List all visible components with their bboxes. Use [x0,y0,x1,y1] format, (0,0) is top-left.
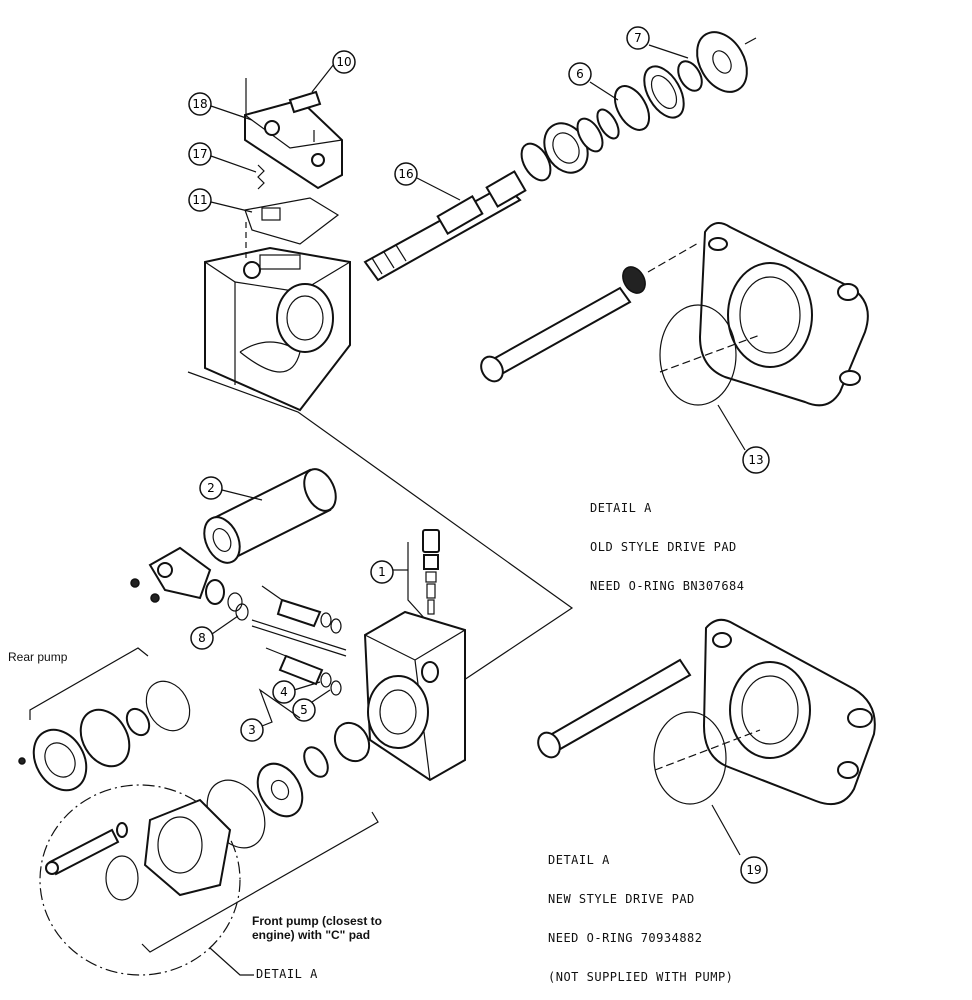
callout-3: 3 [240,688,301,742]
callout-number: 19 [746,863,761,877]
callout-number: 18 [192,97,207,111]
relief-valve-1 [407,529,440,621]
o-ring-19 [653,711,727,805]
callout-number: 2 [207,481,215,495]
front-pump-line2: engine) with "C" pad [252,928,371,942]
rear-pump-bracket [29,647,149,720]
callout-number: 5 [300,703,308,717]
rear-pump-parts [18,680,304,849]
detail-a-label: DETAIL A [256,967,318,981]
detail-new-note: DETAIL A NEW STYLE DRIVE PAD NEED O-RING… [548,828,733,997]
detail-link-line [187,371,574,681]
o-ring-13 [659,304,737,406]
pin-rod [251,619,347,651]
callout-number: 6 [576,67,584,81]
detail-old-note: DETAIL A OLD STYLE DRIVE PAD NEED O-RING… [590,476,745,606]
callout-number: 11 [192,193,207,207]
valve-lower [265,647,342,696]
callout-1: 1 [370,560,408,584]
callout-10: 10 [311,50,356,93]
rear-pump-label: Rear pump [8,650,68,664]
detail-new-title: DETAIL A [548,853,610,867]
old-drive-pad [698,222,869,407]
callout-number: 4 [280,685,288,699]
control-block-18 [244,78,343,190]
front-pump-label: Front pump (closest to engine) with "C" … [252,914,382,942]
new-pad-bolt [537,658,692,759]
filter-head [130,546,243,612]
callout-2: 2 [199,476,263,501]
drive-shaft-16 [363,170,527,282]
detail-old-title: DETAIL A [590,501,652,515]
callout-16: 16 [394,162,461,201]
front-pump-bracket [141,811,379,953]
callout-6: 6 [568,62,619,101]
callout-number: 10 [336,55,351,69]
filter-cartridge-2 [203,468,337,564]
coupler [303,721,371,778]
detail-old-desc: OLD STYLE DRIVE PAD [590,540,737,554]
bearing-stack [520,31,757,182]
callout-number: 8 [198,631,206,645]
callout-13: 13 [742,446,770,474]
detail-new-supply: (NOT SUPPLIED WITH PUMP) [548,970,734,984]
callout-17: 17 [188,142,257,173]
callout-18: 18 [188,92,253,121]
callout-number: 7 [634,31,642,45]
o-ring-8 [235,603,249,621]
spring-17 [257,164,265,190]
callout-number: 1 [378,565,386,579]
lower-pump-housing [363,610,466,782]
plate-10 [288,90,322,114]
callout-5: 5 [292,689,331,722]
callout-number: 16 [398,167,413,181]
new-drive-pad [702,618,876,805]
detail-old-oring: NEED O-RING BN307684 [590,579,745,593]
callout-7: 7 [626,26,689,59]
callout-11: 11 [188,188,253,213]
callout-number: 3 [248,723,256,737]
callout-number: 13 [748,453,763,467]
gasket-11 [244,197,340,245]
old-pad-bolt [480,241,701,383]
front-pump-line1: Front pump (closest to [252,914,382,928]
front-o-ring [105,855,139,901]
detail-new-oring: NEED O-RING 70934882 [548,931,703,945]
front-pump-pad [45,798,232,897]
detail-a-circle [39,784,241,976]
upper-pump-housing [204,246,351,412]
callout-number: 17 [192,147,207,161]
valve-upper [261,585,342,634]
callout-8: 8 [190,615,239,650]
callout-4: 4 [272,680,321,704]
detail-new-desc: NEW STYLE DRIVE PAD [548,892,695,906]
callout-19: 19 [740,856,768,884]
